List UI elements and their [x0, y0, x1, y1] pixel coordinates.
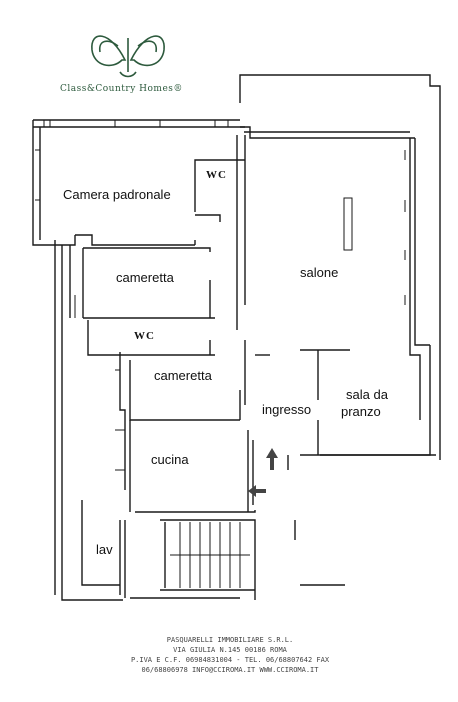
room-sala-da-pranzo-line1: sala da — [346, 387, 388, 402]
room-cucina: cucina — [151, 452, 189, 467]
room-sala-da-pranzo-line2: pranzo — [341, 404, 381, 419]
salone-furniture — [343, 197, 353, 251]
room-lav: lav — [96, 542, 113, 557]
footer-contacts: 06/68806978 INFO@CCIROMA.IT WWW.CCIROMA.… — [141, 666, 319, 674]
room-cameretta-1: cameretta — [116, 270, 174, 285]
room-salone: salone — [300, 265, 339, 280]
walls — [32, 74, 441, 601]
footer-tax: P.IVA E C.F. 06984831004 - TEL. 06/68807… — [130, 656, 330, 664]
windows — [35, 120, 406, 588]
room-cameretta-2: cameretta — [154, 368, 212, 383]
logo-icon — [91, 35, 165, 78]
room-wc-1: WC — [206, 169, 227, 181]
footer: PASQUARELLI IMMOBILIARE S.R.L. VIA GIULI… — [60, 635, 400, 675]
footer-address: VIA GIULIA N.145 00186 ROMA — [173, 646, 287, 654]
entrance-arrow-icon — [266, 448, 278, 470]
exit-arrow-icon — [248, 485, 266, 497]
room-camera-padronale: Camera padronale — [63, 187, 171, 202]
room-ingresso: ingresso — [262, 402, 312, 417]
brand-name: Class&Country Homes® — [60, 84, 183, 94]
room-wc-2: WC — [134, 330, 155, 342]
footer-company: PASQUARELLI IMMOBILIARE S.R.L. — [166, 636, 294, 644]
